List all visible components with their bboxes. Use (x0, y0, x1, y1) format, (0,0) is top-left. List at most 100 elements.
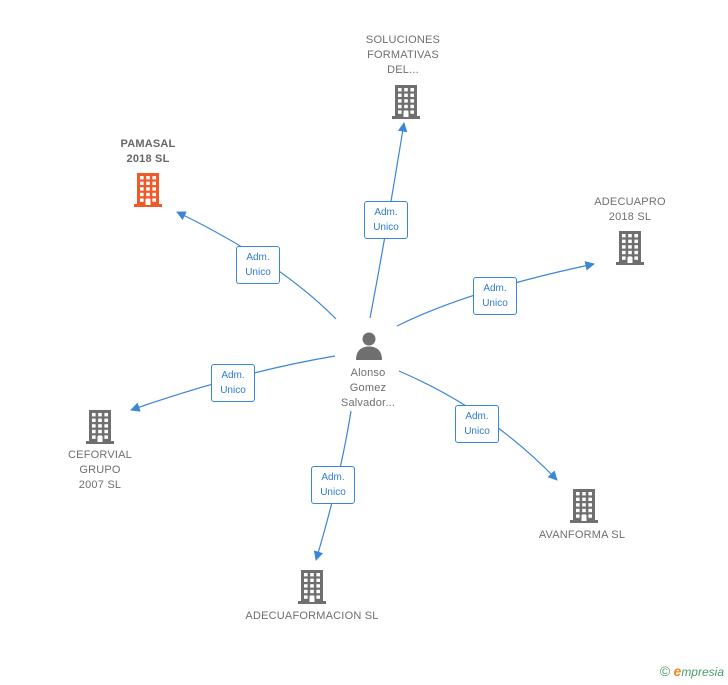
building-door (145, 199, 151, 205)
building-door (581, 515, 587, 521)
building-base (298, 601, 326, 604)
relation-role-type: Unico (373, 222, 399, 233)
building-door (97, 436, 103, 442)
building-icon[interactable] (616, 231, 644, 265)
building-window (404, 93, 408, 97)
building-window (92, 435, 96, 439)
building-window (316, 589, 320, 594)
building-window (98, 413, 102, 417)
building-window (410, 99, 414, 103)
building-window (622, 239, 626, 243)
building-window (304, 573, 308, 577)
building-window (588, 492, 592, 496)
building-window (140, 192, 144, 197)
relation-role: Adm. (483, 283, 507, 294)
building-window (582, 508, 586, 513)
building-window (104, 429, 108, 434)
building-window (310, 578, 314, 582)
building-window (152, 181, 156, 185)
building-window (576, 497, 580, 501)
brand-logo-text: mpresia (681, 665, 724, 679)
building-window (104, 424, 108, 428)
building-window (588, 514, 592, 518)
relation-role: Adm. (374, 207, 398, 218)
building-window (146, 192, 150, 197)
building-door (403, 111, 409, 117)
person-name-label[interactable]: Alonso Gomez Salvador... (340, 367, 396, 409)
building-window (410, 88, 414, 92)
brand-logo-e: e (673, 663, 682, 679)
person-icon[interactable] (354, 330, 384, 360)
relation-role-type: Unico (245, 267, 271, 278)
building-window (410, 93, 414, 97)
relation-role: Adm. (321, 472, 345, 483)
relation-role: Adm. (465, 411, 489, 422)
relation-role: Adm. (221, 370, 245, 381)
building-window (140, 198, 144, 202)
building-window (398, 88, 402, 92)
building-window (410, 104, 414, 109)
building-window (304, 595, 308, 599)
building-window (98, 424, 102, 428)
building-icon[interactable] (392, 85, 420, 119)
building-window (628, 234, 632, 238)
building-window (622, 256, 626, 260)
building-window (146, 187, 150, 191)
building-window (622, 234, 626, 238)
company-label-adecuapro[interactable]: ADECUAPRO 2018 SL (594, 196, 666, 223)
relation-label: Adm. Unico (364, 201, 408, 239)
building-window (622, 245, 626, 249)
building-window (398, 110, 402, 114)
building-window (634, 256, 638, 260)
company-label-avanforma[interactable]: AVANFORMA SL (538, 529, 626, 541)
building-window (634, 245, 638, 249)
building-window (146, 176, 150, 180)
building-window (310, 573, 314, 577)
building-window (316, 573, 320, 577)
building-window (92, 429, 96, 434)
building-base (616, 262, 644, 265)
building-window (634, 234, 638, 238)
building-window (316, 578, 320, 582)
building-window (628, 250, 632, 255)
building-window (98, 418, 102, 422)
building-window (304, 589, 308, 594)
building-window (316, 595, 320, 599)
building-icon[interactable] (298, 570, 326, 604)
building-window (310, 589, 314, 594)
building-icon[interactable] (86, 410, 114, 444)
building-window (576, 514, 580, 518)
company-label-adecuaformacion[interactable]: ADECUAFORMACION SL (245, 610, 379, 622)
building-window (152, 198, 156, 202)
relation-role-type: Unico (320, 487, 346, 498)
building-icon[interactable] (570, 489, 598, 523)
building-window (140, 187, 144, 191)
copyright-symbol: © (659, 663, 671, 679)
building-window (634, 250, 638, 255)
building-window (576, 503, 580, 507)
building-window (310, 584, 314, 588)
relation-label: Adm. Unico (311, 466, 355, 504)
relation-role-type: Unico (482, 298, 508, 309)
building-window (316, 584, 320, 588)
relation-label: Adm. Unico (455, 405, 499, 443)
company-label-soluciones[interactable]: SOLUCIONES FORMATIVAS DEL... (365, 34, 441, 76)
building-window (104, 413, 108, 417)
building-window (146, 181, 150, 185)
building-base (86, 441, 114, 444)
relation-label: Adm. Unico (211, 364, 255, 402)
building-window (634, 239, 638, 243)
company-label-cefervial[interactable]: CEFORVIAL GRUPO 2007 SL (68, 449, 132, 491)
building-window (98, 429, 102, 434)
building-base (134, 204, 162, 207)
building-door (309, 596, 315, 602)
building-window (582, 492, 586, 496)
building-window (304, 578, 308, 582)
building-window (152, 192, 156, 197)
building-window (398, 99, 402, 103)
building-icon[interactable] (134, 173, 162, 207)
building-window (628, 239, 632, 243)
company-label-pamasal[interactable]: PAMASAL 2018 SL (120, 138, 176, 165)
building-window (140, 176, 144, 180)
